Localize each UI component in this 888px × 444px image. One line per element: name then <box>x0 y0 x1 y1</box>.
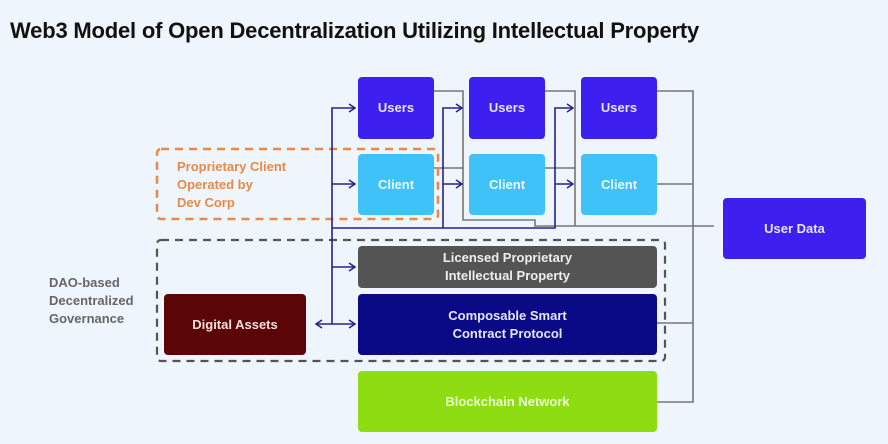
blockchain-network-node: Blockchain Network <box>358 371 657 432</box>
smart-contract-node: Composable Smart Contract Protocol <box>358 294 657 355</box>
proprietary-client-label: Proprietary Client Operated by Dev Corp <box>177 158 286 212</box>
dao-label-line3: Governance <box>49 311 125 326</box>
proprietary-client-label-line2: Operated by <box>177 177 253 192</box>
user-data-node: User Data <box>723 198 866 259</box>
proprietary-client-label-line3: Dev Corp <box>177 195 235 210</box>
licensed-ip-node: Licensed Proprietary Intellectual Proper… <box>358 246 657 288</box>
digital-assets-node: Digital Assets <box>164 294 306 355</box>
users-node-2: Users <box>469 77 545 139</box>
connector-users3 <box>657 90 694 403</box>
connector-users1 <box>434 90 714 227</box>
proprietary-client-group-border <box>155 147 440 221</box>
arrow-to-users2 <box>442 108 462 228</box>
users-node-3: Users <box>581 77 657 139</box>
dao-group-border <box>155 238 667 363</box>
client-node-3: Client <box>581 154 657 215</box>
dao-label-line2: Decentralized <box>49 293 134 308</box>
licensed-ip-line1: Licensed Proprietary <box>442 250 573 265</box>
arrow-connectors <box>316 108 573 324</box>
smart-contract-line1: Composable Smart <box>448 307 567 323</box>
client-node-1: Client <box>358 154 434 215</box>
licensed-ip-line2: Intellectual Property <box>445 268 570 283</box>
users-node-1: Users <box>358 77 434 139</box>
proprietary-client-label-line1: Proprietary Client <box>177 159 287 174</box>
dao-label-line1: DAO-based <box>49 275 120 290</box>
connector-users2 <box>545 90 576 226</box>
smart-contract-line2: Contract Protocol <box>452 325 563 341</box>
client-node-2: Client <box>469 154 545 215</box>
gray-connectors <box>434 90 714 403</box>
diagram-title: Web3 Model of Open Decentralization Util… <box>10 18 700 43</box>
dao-governance-label: DAO-based Decentralized Governance <box>49 274 134 328</box>
arrow-trunk <box>331 108 355 324</box>
